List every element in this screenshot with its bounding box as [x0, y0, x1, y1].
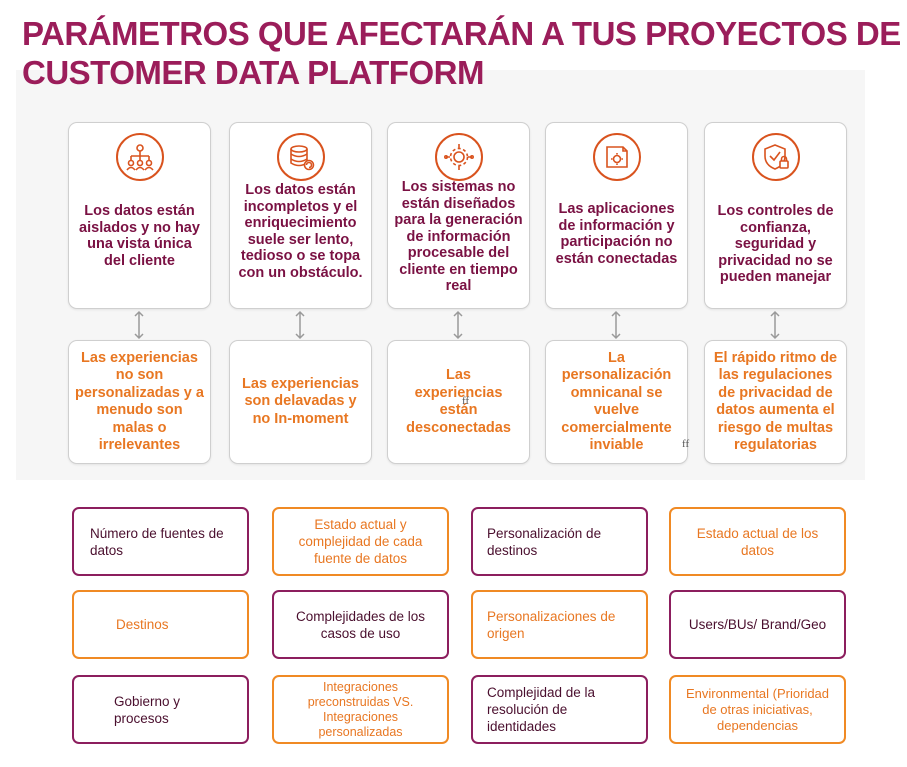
parameter-box: Estado actual de los datos [669, 507, 846, 576]
parameter-box: Personalizaciones de origen [471, 590, 648, 659]
parameter-label: Número de fuentes de datos [90, 525, 224, 558]
problem-text: Los datos están aislados y no hay una vi… [79, 203, 200, 269]
people-hierarchy-icon [115, 133, 164, 181]
stray-mark: ff [682, 438, 690, 450]
parameter-box: Integraciones preconstruidas VS. Integra… [272, 675, 449, 744]
parameter-box: Environmental (Prioridad de otras inicia… [669, 675, 846, 744]
problem-text: Las aplicaciones de información y partic… [555, 201, 678, 267]
page-title: PARÁMETROS QUE AFECTARÁN A TUS PROYECTOS… [22, 14, 902, 92]
consequence-card-disconnected: Las experiencias están desconectadas [387, 340, 530, 464]
problem-text: Los datos están incompletos y el enrique… [238, 182, 363, 281]
parameter-box: Complejidades de los casos de uso [272, 590, 449, 659]
page-title-line-2: CUSTOMER DATA PLATFORM [22, 54, 484, 91]
parameter-label: Integraciones preconstruidas VS. Integra… [307, 679, 414, 739]
parameter-box: Estado actual y complejidad de cada fuen… [272, 507, 449, 576]
consequence-text: La personalización omnicanal se vuelve c… [561, 349, 672, 454]
consequence-text: Las experiencias no son personalizadas y… [75, 349, 204, 454]
double-arrow-icon [611, 310, 621, 340]
parameter-box: Personalización de destinos [471, 507, 648, 576]
problem-card-data-silos: Los datos están aislados y no hay una vi… [68, 122, 211, 309]
parameter-label: Environmental (Prioridad de otras inicia… [685, 685, 830, 733]
shield-lock-icon [751, 133, 800, 181]
parameter-label: Personalización de destinos [487, 525, 602, 558]
problems-panel: Los datos están aislados y no hay una vi… [16, 70, 865, 480]
consequence-text: Las experiencias están desconectadas [406, 367, 511, 436]
consequence-text: El rápido ritmo de las regulaciones de p… [713, 349, 838, 454]
parameter-box: Número de fuentes de datos [72, 507, 249, 576]
problem-text: Los sistemas no están diseñados para la … [394, 179, 523, 294]
parameter-label: Complejidades de los casos de uso [295, 608, 426, 641]
consequence-text: Las experiencias son delavadas y no In-m… [242, 375, 359, 427]
parameter-label: Estado actual y complejidad de cada fuen… [298, 517, 423, 566]
problem-card-trust: Los controles de confianza, seguridad y … [704, 122, 847, 309]
double-arrow-icon [134, 310, 144, 340]
gear-network-icon [434, 133, 483, 181]
consequence-card-delayed: Las experiencias son delavadas y no In-m… [229, 340, 372, 464]
problem-card-data-incomplete: Los datos están incompletos y el enrique… [229, 122, 372, 309]
parameter-box: Complejidad de la resolución de identida… [471, 675, 648, 744]
parameter-label: Gobierno y procesos [114, 693, 181, 726]
app-window-gear-icon [592, 133, 641, 181]
parameter-label: Complejidad de la resolución de identida… [487, 685, 596, 734]
double-arrow-icon [770, 310, 780, 340]
parameter-label: Destinos [116, 617, 169, 632]
page-title-line-1: PARÁMETROS QUE AFECTARÁN A TUS PROYECTOS… [22, 15, 901, 52]
parameter-box: Gobierno y procesos [72, 675, 249, 744]
problem-card-systems: Los sistemas no están diseñados para la … [387, 122, 530, 309]
parameter-label: Estado actual de los datos [696, 525, 819, 558]
parameter-box: Users/BUs/ Brand/Geo [669, 590, 846, 659]
stray-mark: ff [462, 395, 470, 407]
double-arrow-icon [453, 310, 463, 340]
consequence-card-regulatory: El rápido ritmo de las regulaciones de p… [704, 340, 847, 464]
double-arrow-icon [295, 310, 305, 340]
parameter-box: Destinos [72, 590, 249, 659]
consequence-card-not-personalized: Las experiencias no son personalizadas y… [68, 340, 211, 464]
problem-card-apps: Las aplicaciones de información y partic… [545, 122, 688, 309]
consequence-card-omnichannel: La personalización omnicanal se vuelve c… [545, 340, 688, 464]
database-refresh-icon [276, 133, 325, 181]
problem-text: Los controles de confianza, seguridad y … [717, 203, 834, 285]
parameter-label: Users/BUs/ Brand/Geo [688, 617, 827, 632]
parameter-label: Personalizaciones de origen [487, 608, 616, 641]
